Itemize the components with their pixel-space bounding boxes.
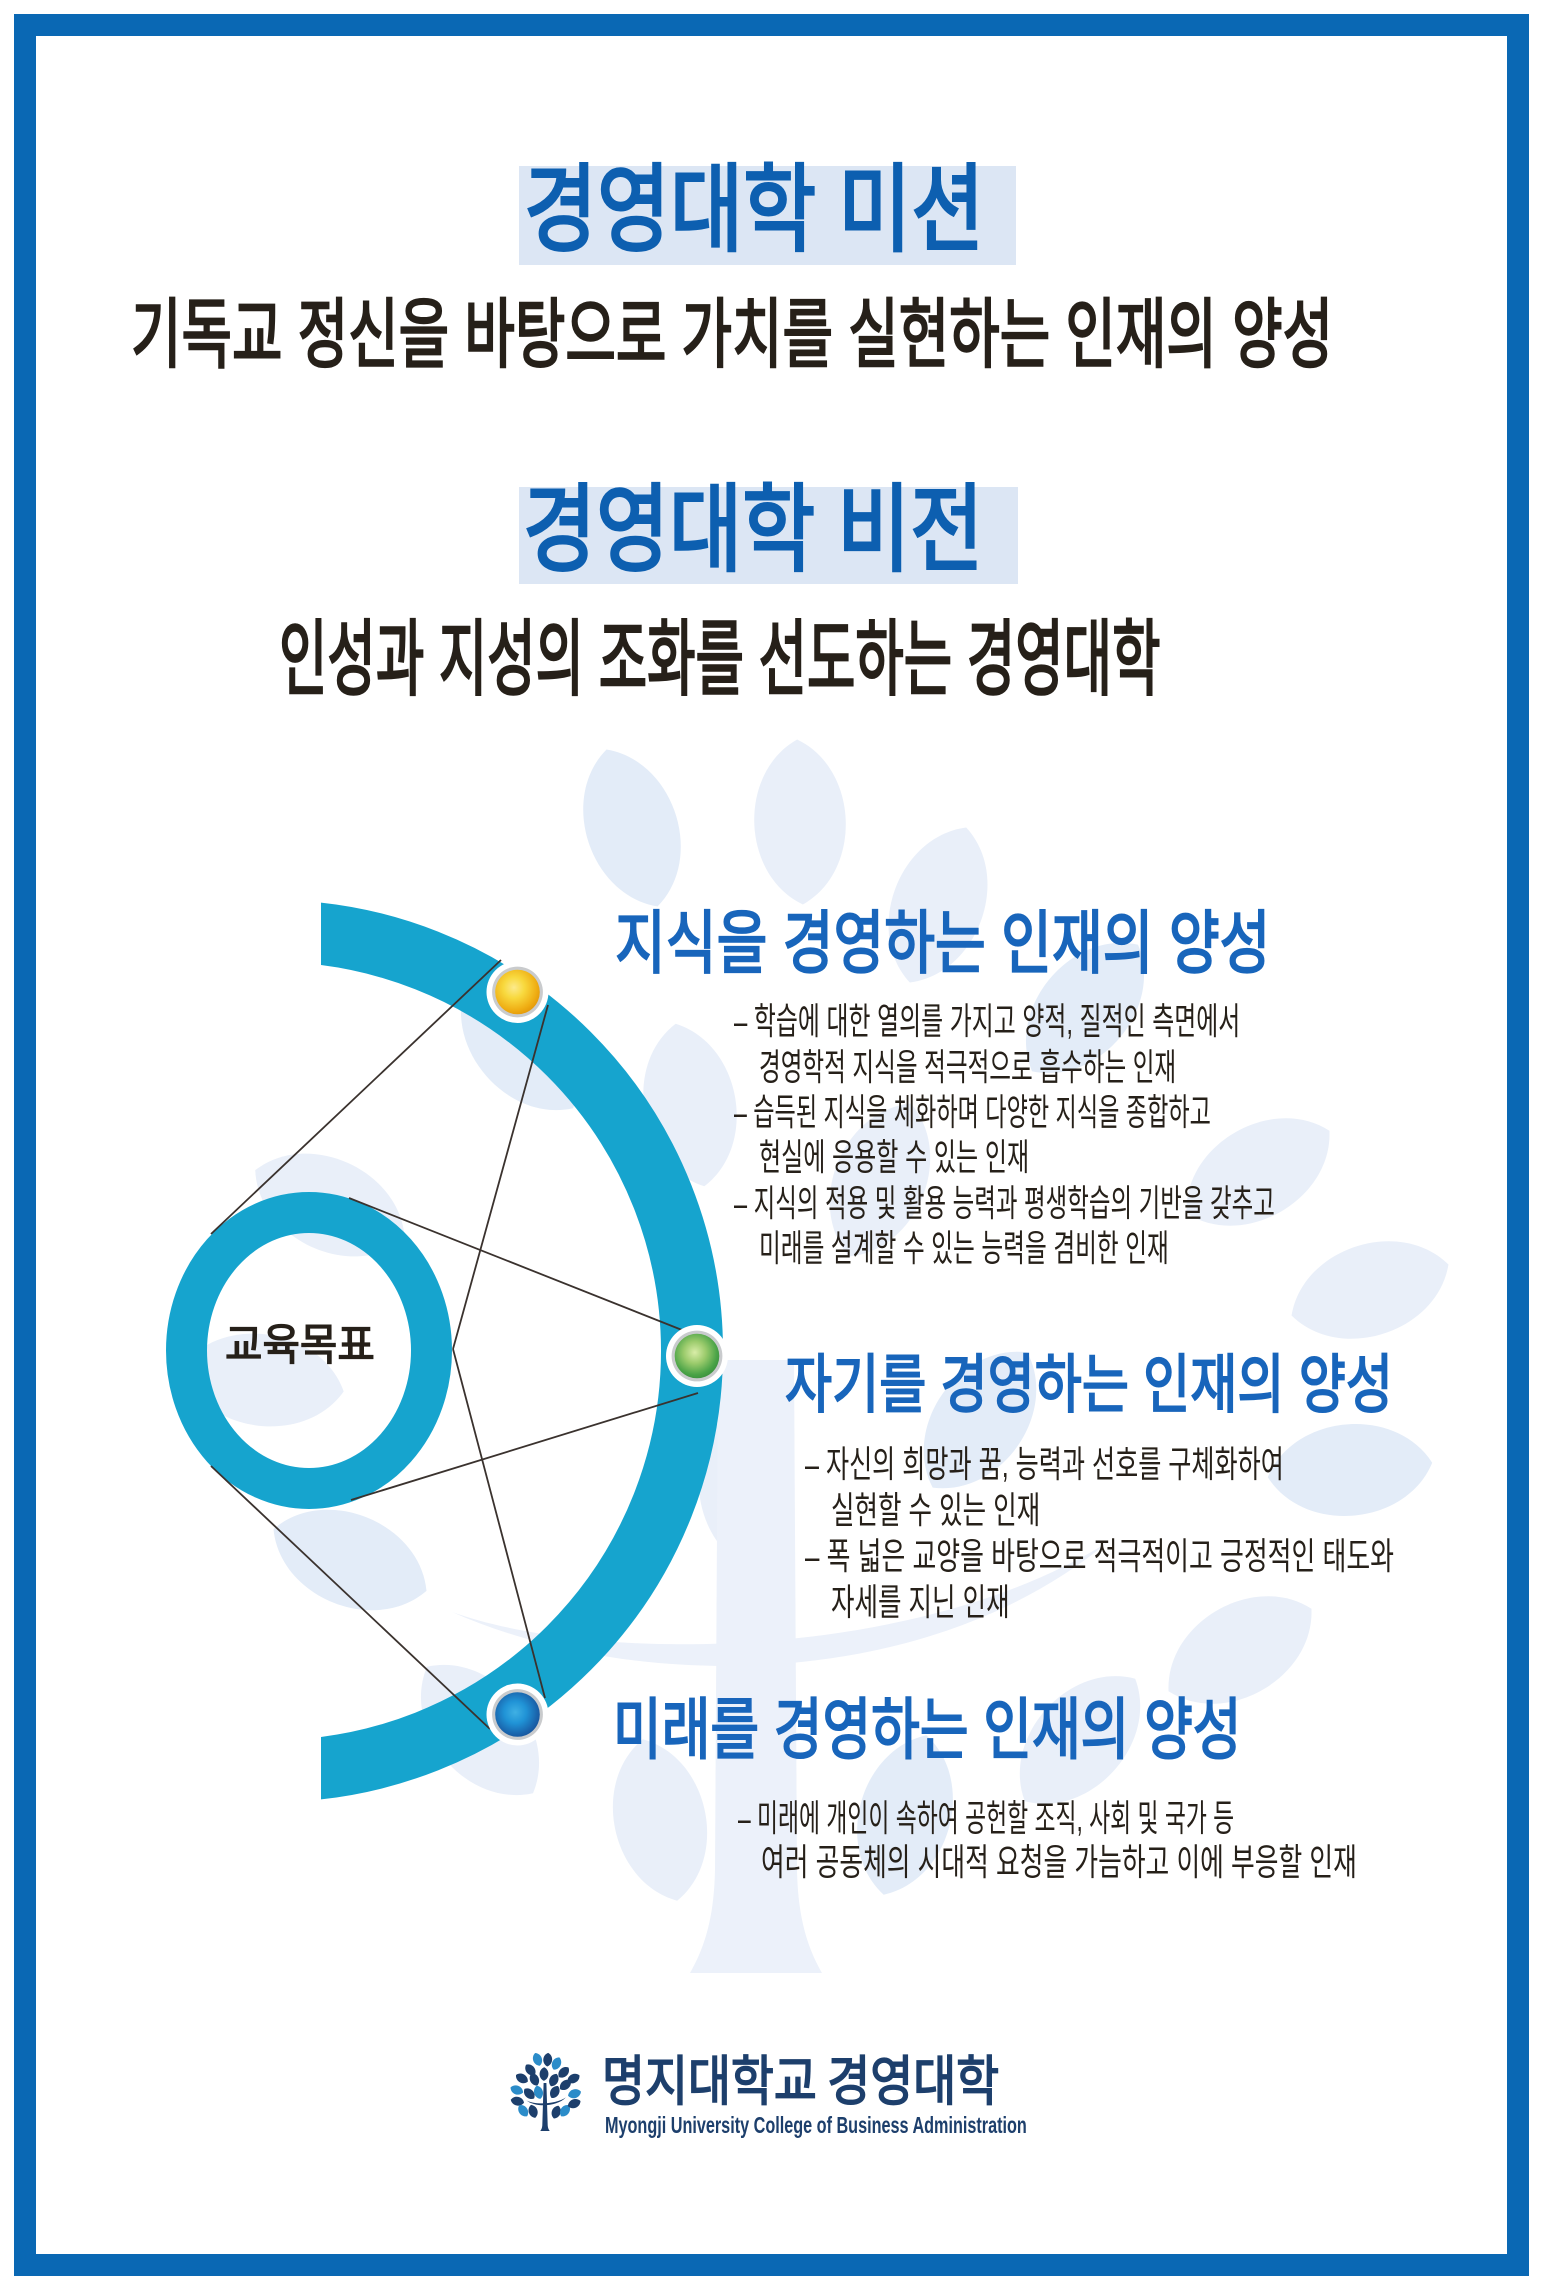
- goal1-line1: – 학습에 대한 열의를 가지고 양적, 질적인 측면에서: [734, 1001, 1241, 1043]
- goal1-line2: 경영학적 지식을 적극적으로 흡수하는 인재: [759, 1046, 1177, 1088]
- vision-title-highlight: [518, 487, 1018, 584]
- goal3-line1: – 미래에 개인이 속하여 공헌할 조직, 사회 및 국가 등: [738, 1798, 1235, 1840]
- goal-center-label: 교육목표: [224, 1321, 375, 1370]
- connector-line: [350, 1392, 699, 1501]
- goal1-line3: – 습득된 지식을 체화하며 다양한 지식을 종합하고: [734, 1091, 1211, 1133]
- goal1-line4: 현실에 응용할 수 있는 인재: [759, 1137, 1030, 1179]
- goal2-line2: 실현할 수 있는 인재: [830, 1490, 1040, 1532]
- goal2-title: 자기를 경영하는 인재의 양성: [785, 1349, 1393, 1422]
- goal3-title: 미래를 경영하는 인재의 양성: [612, 1693, 1242, 1768]
- goal2-line3: – 폭 넓은 교양을 바탕으로 적극적이고 긍정적인 태도와: [805, 1536, 1394, 1578]
- goal2-line1: – 자신의 희망과 꿈, 능력과 선호를 구체화하여: [805, 1444, 1284, 1486]
- vision-subtitle: 인성과 지성의 조화를 선도하는 경영대학: [278, 612, 1161, 706]
- footer-logo-college: 경영대학: [826, 2052, 999, 2113]
- mission-title: 경영대학 미션: [524, 156, 985, 264]
- goal1-line5: – 지식의 적용 및 활용 능력과 평생학습의 기반을 갖추고: [734, 1182, 1275, 1224]
- knowledge-node-dot: [486, 961, 549, 1023]
- vision-title: 경영대학 비전: [523, 477, 984, 585]
- footer-logo-english: Myongji University College of Business A…: [604, 2112, 1027, 2138]
- connector-line: [452, 1004, 549, 1350]
- connector-line: [210, 959, 502, 1235]
- education-goal-ring: [166, 1192, 452, 1509]
- goal1-title: 지식을 경영하는 인재의 양성: [615, 904, 1271, 982]
- future-node-dot: [486, 1683, 549, 1746]
- mission-title-highlight: [519, 166, 1016, 265]
- connector-line: [210, 1465, 491, 1730]
- mission-subtitle: 기독교 정신을 바탕으로 가치를 실현하는 인재의 양성: [131, 292, 1334, 378]
- border-frame: [14, 14, 1529, 2276]
- self-node-dot: [666, 1325, 728, 1387]
- goal1-line6: 미래를 설계할 수 있는 능력을 겸비한 인재: [758, 1227, 1169, 1269]
- connector-line: [452, 1348, 546, 1699]
- connector-line: [348, 1197, 683, 1331]
- footer-logo-university: 명지대학교: [601, 2052, 817, 2113]
- goal2-line4: 자세를 지닌 인재: [830, 1582, 1010, 1624]
- connector-lines: [210, 959, 699, 1730]
- goal3-line2: 여러 공동체의 시대적 요청을 가늠하고 이에 부응할 인재: [760, 1842, 1357, 1884]
